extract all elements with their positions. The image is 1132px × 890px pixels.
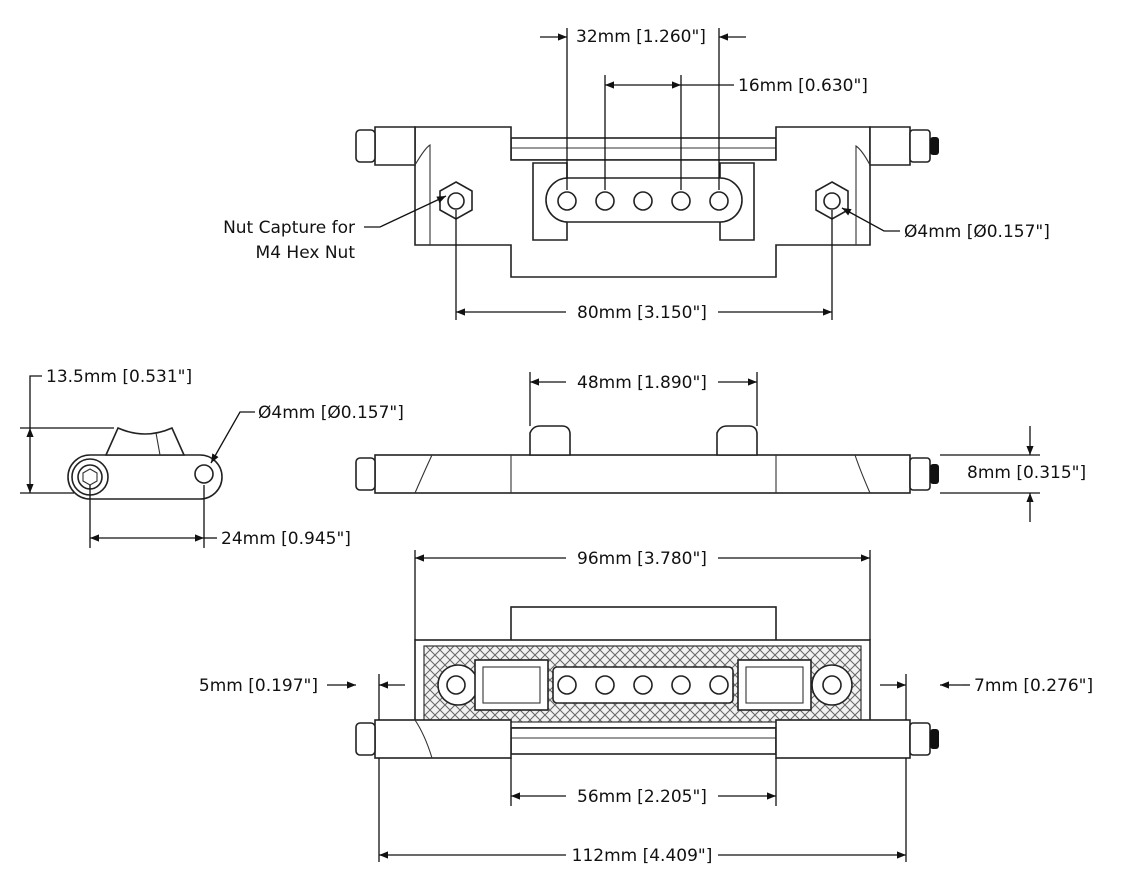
front-screw-tip xyxy=(930,464,939,484)
top-view: 32mm [1.260"] 16mm [0.630"] Nut Capture … xyxy=(223,27,1050,323)
right-screw-tip xyxy=(930,137,939,155)
bottom-view: 96mm [3.780"] 5mm [0.197"] 7mm [0.276"] … xyxy=(199,549,1093,866)
dim-80mm: 80mm [3.150"] xyxy=(577,303,707,323)
dim-16mm: 16mm [0.630"] xyxy=(738,76,868,96)
dim-112mm: 112mm [4.409"] xyxy=(572,846,713,866)
bottom-screw-tip xyxy=(930,729,939,749)
bottom-top-band xyxy=(510,606,777,644)
top-hole-3 xyxy=(633,191,653,211)
top-hole-5 xyxy=(709,191,729,211)
bottom-hole-2 xyxy=(595,675,615,695)
dim-13-5mm: 13.5mm [0.531"] xyxy=(46,367,192,387)
right-end-cap xyxy=(869,126,911,166)
dim-24mm: 24mm [0.945"] xyxy=(221,529,351,549)
left-screw-head xyxy=(355,129,376,163)
left-end-cap xyxy=(374,126,416,166)
dim-32mm: 32mm [1.260"] xyxy=(576,27,706,47)
bottom-right-hole xyxy=(822,675,842,695)
dim-top-hole-diameter: Ø4mm [Ø0.157"] xyxy=(904,222,1050,242)
bottom-rail xyxy=(510,727,777,755)
dim-side-hole-diameter: Ø4mm [Ø0.157"] xyxy=(258,403,404,423)
dim-48mm: 48mm [1.890"] xyxy=(577,373,707,393)
front-right-boss xyxy=(716,425,758,456)
nut-capture-label-1: Nut Capture for xyxy=(223,218,355,238)
dim-56mm: 56mm [2.205"] xyxy=(577,787,707,807)
bottom-hole-3 xyxy=(633,675,653,695)
bottom-hole-5 xyxy=(709,675,729,695)
bottom-left-hole xyxy=(446,675,466,695)
dim-5mm: 5mm [0.197"] xyxy=(199,676,318,696)
bottom-hole-1 xyxy=(557,675,577,695)
bottom-left-screw xyxy=(355,722,376,756)
bottom-right-end xyxy=(775,719,911,759)
top-hole-4 xyxy=(671,191,691,211)
front-right-nut xyxy=(909,457,931,491)
dim-96mm: 96mm [3.780"] xyxy=(577,549,707,569)
front-left-screw xyxy=(355,457,376,491)
front-left-boss xyxy=(529,425,571,456)
front-view: 48mm [1.890"] 8mm [0.315"] xyxy=(355,372,1086,522)
bottom-left-pocket xyxy=(474,659,549,711)
top-hole-2 xyxy=(595,191,615,211)
dim-7mm: 7mm [0.276"] xyxy=(974,676,1093,696)
bottom-right-pocket xyxy=(737,659,812,711)
top-hole-1 xyxy=(557,191,577,211)
dim-8mm: 8mm [0.315"] xyxy=(967,463,1086,483)
nut-capture-label-2: M4 Hex Nut xyxy=(256,243,356,263)
bottom-hole-4 xyxy=(671,675,691,695)
bottom-left-end xyxy=(374,719,512,759)
side-boss xyxy=(104,426,186,456)
front-body xyxy=(374,454,911,494)
right-nut-hole xyxy=(823,192,841,210)
right-nut xyxy=(909,129,931,163)
top-rail xyxy=(510,137,777,161)
side-hole xyxy=(194,464,214,484)
bottom-right-nut xyxy=(909,722,931,756)
side-view: 13.5mm [0.531"] Ø4mm [Ø0.157"] 24mm [0.9… xyxy=(20,367,404,549)
left-nut-hole xyxy=(447,192,465,210)
